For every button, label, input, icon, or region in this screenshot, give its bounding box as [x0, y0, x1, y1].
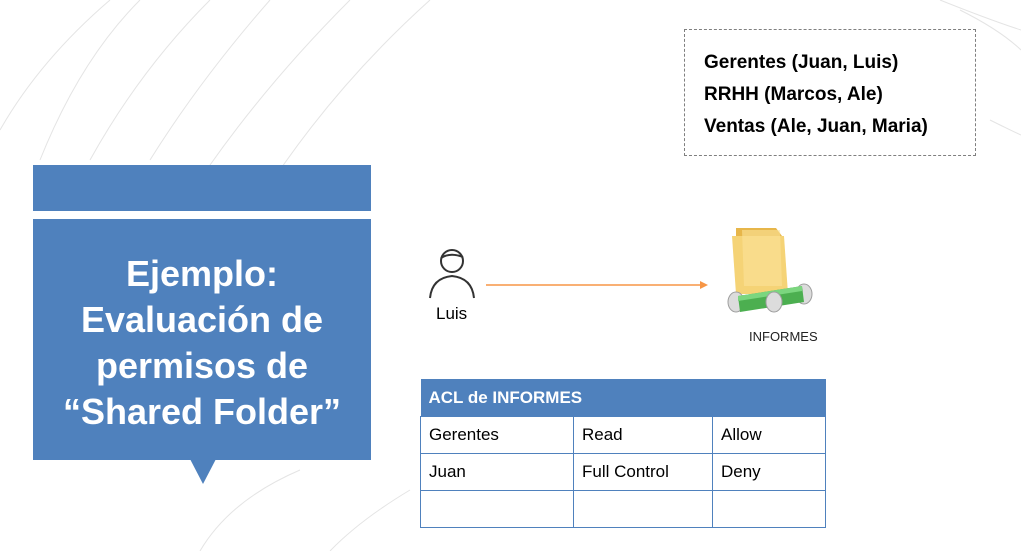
acl-table: ACL de INFORMES Gerentes Read Allow Juan…	[420, 379, 826, 528]
acl-principal	[420, 490, 574, 528]
table-row	[420, 490, 826, 528]
groups-box: Gerentes (Juan, Luis) RRHH (Marcos, Ale)…	[684, 29, 976, 156]
acl-permission	[573, 490, 713, 528]
acl-type: Allow	[712, 416, 826, 454]
acl-principal: Juan	[420, 453, 574, 491]
user-label: Luis	[436, 304, 468, 323]
acl-permission: Read	[573, 416, 713, 454]
title-line: Evaluación de	[80, 298, 324, 340]
title-line: permisos de	[95, 344, 309, 386]
table-row: Gerentes Read Allow	[420, 416, 826, 454]
table-row: Juan Full Control Deny	[420, 453, 826, 491]
title-line: “Shared Folder”	[62, 390, 342, 432]
slide-title: Ejemplo: Evaluación de permisos de “Shar…	[52, 251, 352, 435]
acl-principal: Gerentes	[420, 416, 574, 454]
group-item: Ventas (Ale, Juan, Maria)	[704, 116, 928, 137]
acl-type: Deny	[712, 453, 826, 491]
title-callout-pointer	[190, 459, 216, 484]
folder-label: INFORMES	[749, 329, 818, 344]
title-accent-bar	[33, 165, 371, 211]
acl-type	[712, 490, 826, 528]
acl-permission: Full Control	[573, 453, 713, 491]
access-arrow	[486, 281, 708, 289]
group-item: RRHH (Marcos, Ale)	[704, 84, 883, 105]
title-box: Ejemplo: Evaluación de permisos de “Shar…	[33, 219, 371, 460]
person-icon	[429, 249, 475, 299]
table-header-row: ACL de INFORMES	[420, 379, 826, 417]
title-line: Ejemplo:	[125, 252, 278, 294]
shared-folder-icon	[727, 228, 813, 313]
acl-title: ACL de INFORMES	[420, 379, 826, 417]
group-item: Gerentes (Juan, Luis)	[704, 52, 899, 73]
